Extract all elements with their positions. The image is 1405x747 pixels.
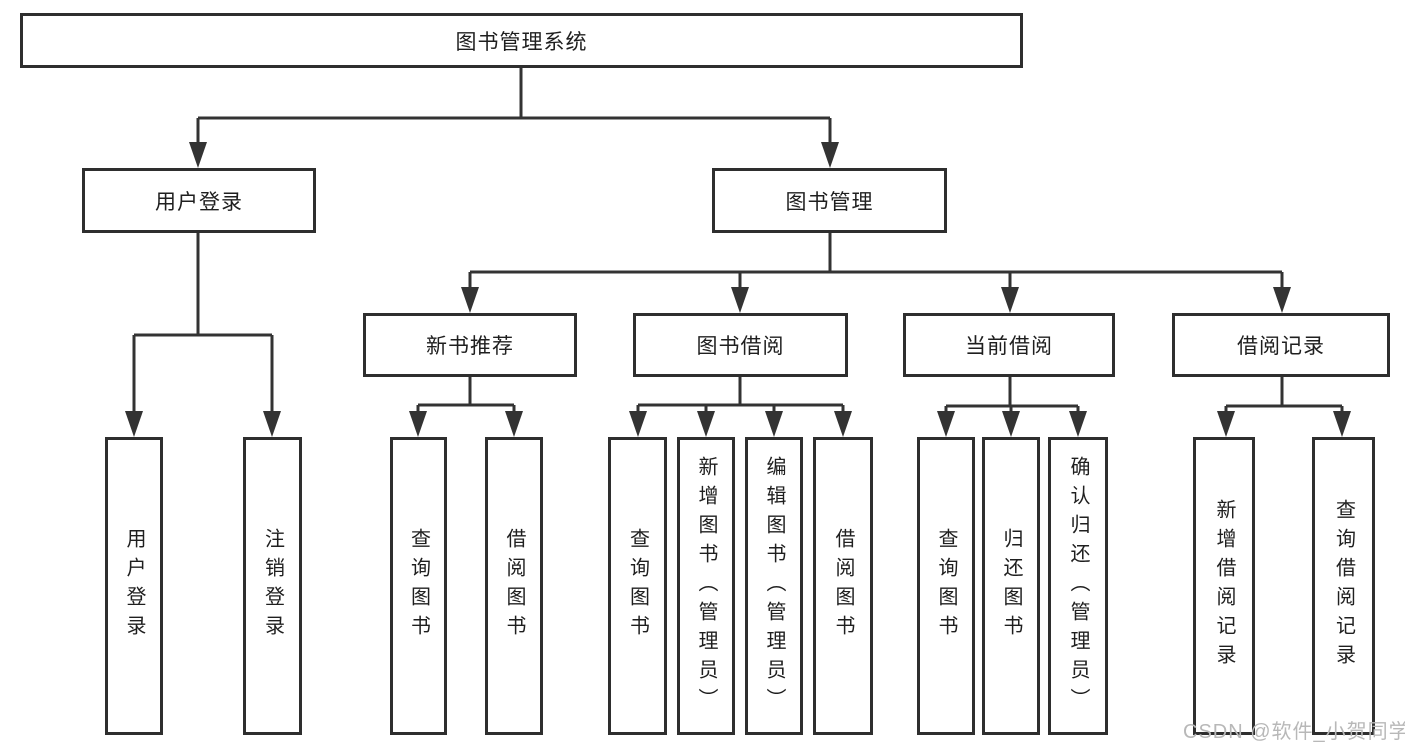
leaf-label: 查询图书 xyxy=(626,528,649,644)
leaf-label: 查询借阅记录 xyxy=(1332,499,1355,673)
leaf-add-book-admin: 新增图书（管理员） xyxy=(677,437,735,735)
leaf-label: 确认归还（管理员） xyxy=(1067,455,1089,717)
node-label: 图书借阅 xyxy=(696,335,785,358)
node-label: 用户登录 xyxy=(155,190,243,214)
node-label: 当前借阅 xyxy=(965,335,1053,358)
leaf-label: 新增图书（管理员） xyxy=(695,455,717,717)
leaf-logout: 注销登录 xyxy=(243,437,302,735)
leaf-user-login: 用户登录 xyxy=(105,437,163,735)
node-label: 图书管理 xyxy=(785,190,874,214)
leaf-label: 编辑图书（管理员） xyxy=(763,455,785,717)
leaf-label: 新增借阅记录 xyxy=(1213,499,1235,673)
node-book-borrowing: 图书借阅 xyxy=(633,313,848,377)
leaf-query-books-current: 查询图书 xyxy=(917,437,975,735)
leaf-label: 借阅图书 xyxy=(503,528,525,644)
leaf-return-book: 归还图书 xyxy=(982,437,1040,735)
leaf-query-books-borrowing: 查询图书 xyxy=(608,437,667,735)
node-current-borrowing: 当前借阅 xyxy=(903,313,1115,377)
node-new-book-recommend: 新书推荐 xyxy=(363,313,577,377)
leaf-label: 归还图书 xyxy=(1000,528,1022,644)
leaf-label: 查询图书 xyxy=(935,528,957,644)
node-label: 新书推荐 xyxy=(426,335,514,358)
leaf-query-borrow-record: 查询借阅记录 xyxy=(1312,437,1375,735)
csdn-watermark: CSDN @软件_小贺同学 xyxy=(1183,721,1405,743)
leaf-borrow-books-borrowing: 借阅图书 xyxy=(813,437,873,735)
leaf-edit-book-admin: 编辑图书（管理员） xyxy=(745,437,803,735)
leaf-borrow-books-recommend: 借阅图书 xyxy=(485,437,543,735)
node-library-system: 图书管理系统 xyxy=(20,13,1023,68)
node-book-management: 图书管理 xyxy=(712,168,947,233)
leaf-query-books-recommend: 查询图书 xyxy=(390,437,447,735)
leaf-label: 借阅图书 xyxy=(832,528,854,644)
node-borrowing-records: 借阅记录 xyxy=(1172,313,1390,377)
leaf-label: 查询图书 xyxy=(407,528,430,644)
leaf-confirm-return-admin: 确认归还（管理员） xyxy=(1048,437,1108,735)
node-label: 图书管理系统 xyxy=(455,30,588,54)
node-label: 借阅记录 xyxy=(1237,335,1325,358)
leaf-label: 用户登录 xyxy=(123,528,145,644)
leaf-label: 注销登录 xyxy=(261,528,284,644)
node-user-login: 用户登录 xyxy=(82,168,316,233)
leaf-add-borrow-record: 新增借阅记录 xyxy=(1193,437,1255,735)
